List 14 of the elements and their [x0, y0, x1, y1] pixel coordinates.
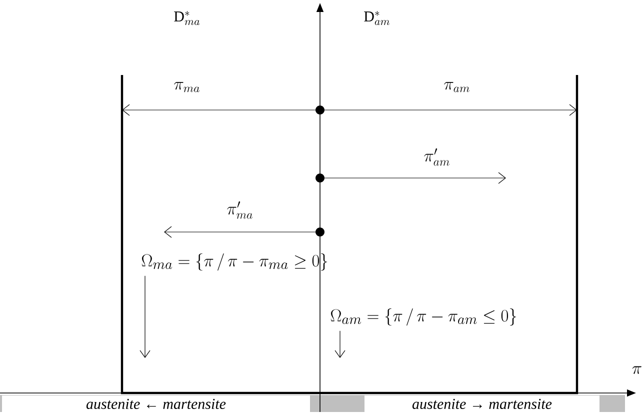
leader-arrow [140, 276, 150, 358]
axis-label: $\pi_{ma}$ [174, 82, 200, 92]
axis-label: $\pi$ [632, 366, 642, 374]
node-label: austenite ← martensite [86, 398, 226, 410]
axis-label: $\mathrm{D}_{ma}^{*}$ [174, 11, 200, 26]
axis-label: $\pi'_{ma}$ [227, 201, 252, 219]
set-formula: $\Omega_{am}=\{\pi\,/\,\pi-\pi_{am}\leq 0\}$ [330, 308, 516, 326]
axis-label: $\mathrm{D}_{am}^{*}$ [364, 11, 390, 26]
axis-label: $\pi_{am}$ [444, 82, 470, 92]
leader-arrow [334, 330, 346, 358]
axis-label: $\pi'_{am}$ [424, 148, 450, 166]
region-box: austenite → martensite [364, 395, 600, 412]
node-label: austenite → martensite [412, 398, 552, 410]
region-box: austenite ← martensite [2, 395, 310, 412]
